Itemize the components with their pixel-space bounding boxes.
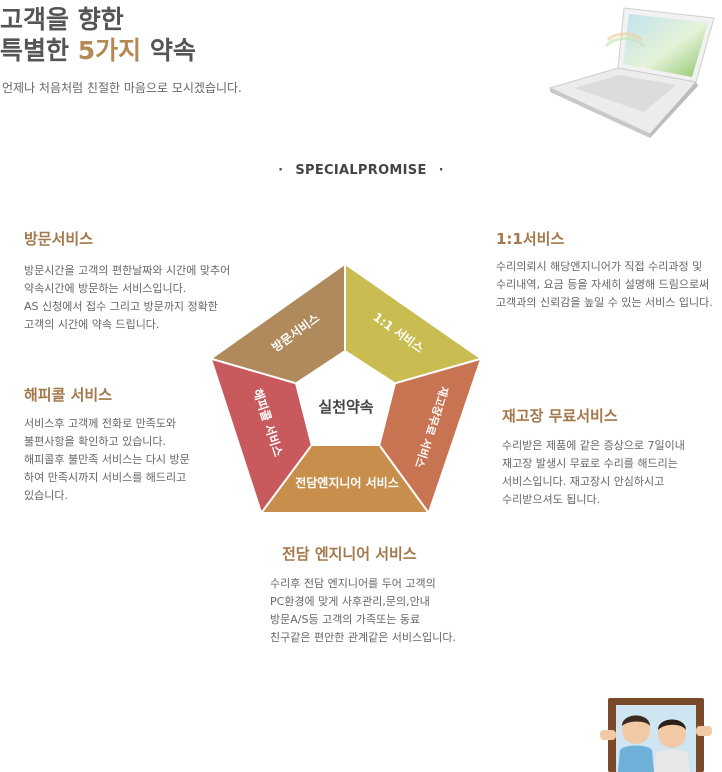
title-line-2: 특별한 5가지 약속 — [0, 35, 196, 66]
engineer-title: 전담 엔지니어 서비스 — [282, 545, 417, 563]
visit-service-body: 방문시간을 고객의 편한날짜와 시간에 맞추어 약속시간에 방문하는 서비스입니… — [24, 264, 231, 331]
one-to-one-body: 수리의뢰시 해당엔지니어가 직접 수리과정 및 수리내역, 요금 등을 자세히 … — [496, 260, 713, 309]
segment-happy-call — [212, 359, 311, 512]
free-repair-body: 수리받은 제품에 같은 증상으로 7일이내 재고장 발생시 무료로 수리를 해드… — [502, 439, 685, 506]
intro-text: 언제나 처음처럼 친절한 마음으로 모시겠습니다. — [2, 81, 242, 95]
special-promise-heading: · SPECIALPROMISE · — [0, 163, 722, 178]
segment-one-to-one — [345, 265, 480, 383]
title-line-1: 고객을 향한 — [0, 5, 124, 34]
segment-engineer — [262, 446, 428, 512]
special-promise-label: SPECIALPROMISE — [295, 163, 427, 178]
engineer-body: 수리후 전담 엔지니어를 두어 고객의 PC환경에 맞게 사후관리,문의,안내 … — [270, 577, 457, 644]
kids-frame-photo — [600, 698, 712, 772]
pentagon-center — [295, 350, 396, 446]
segment-engineer-label: 전담엔지니어 서비스 — [295, 475, 399, 490]
pentagon-center-label: 실천약속 — [318, 398, 373, 416]
visit-service-title: 방문서비스 — [24, 230, 94, 248]
bullet-right: · — [438, 163, 444, 178]
happy-call-body: 서비스후 고객께 전화로 만족도와 불편사항을 확인하고 있습니다. 해피콜후 … — [24, 417, 190, 502]
promise-pentagon-diagram: 실천약속 방문서비스 1:1 서비스 재고장무료 서비스 전담엔지니어 서비스 … — [211, 265, 481, 513]
page-title: 고객을 향한 특별한 5가지 약속 — [0, 4, 196, 66]
free-repair-title: 재고장 무료서비스 — [502, 407, 618, 425]
segment-free-repair — [380, 359, 480, 512]
segment-visit — [212, 265, 345, 383]
happy-call-title: 해피콜 서비스 — [24, 386, 113, 404]
title-prefix: 특별한 — [0, 36, 78, 65]
title-accent: 5가지 — [77, 36, 142, 65]
laptop-image — [548, 7, 715, 138]
title-suffix: 약속 — [141, 36, 196, 65]
one-to-one-title: 1:1서비스 — [496, 230, 565, 248]
bullet-left: · — [278, 163, 284, 178]
